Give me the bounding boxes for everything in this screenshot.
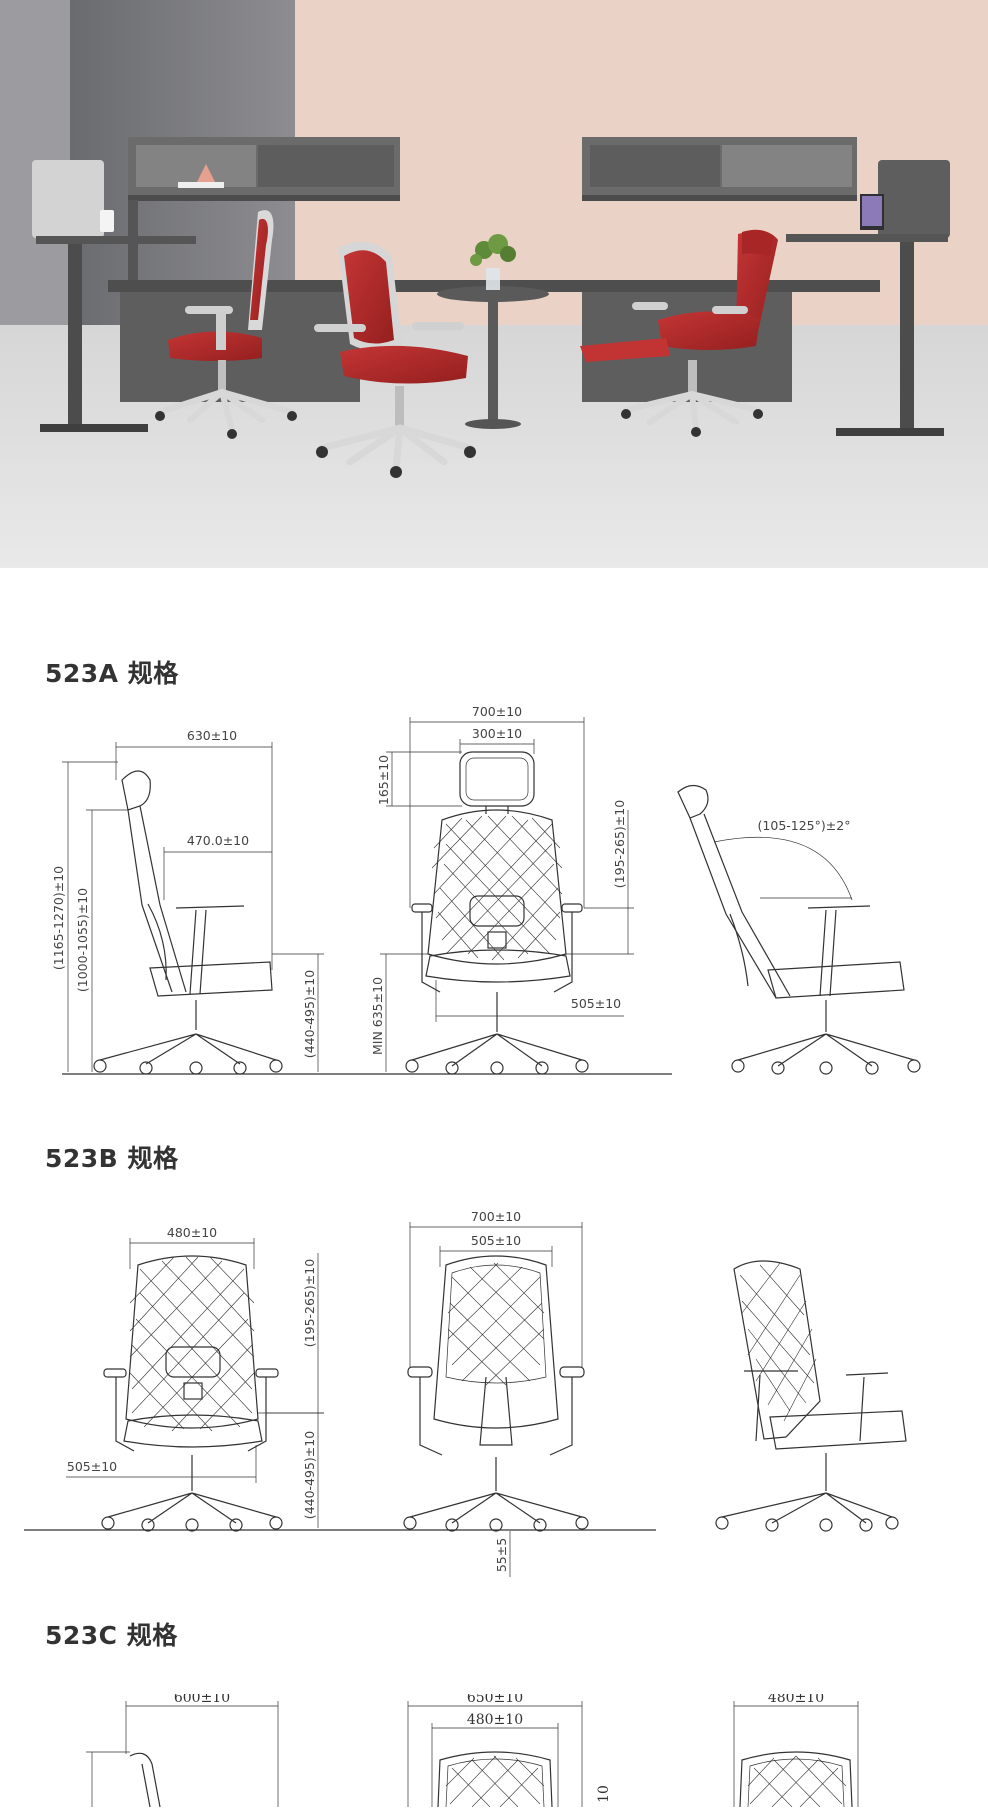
chair-rear-view [101, 1255, 283, 1532]
dim-back-height: (1000-1055)±10 [75, 888, 90, 992]
dim-seat-height-b: (440-495)±10 [302, 1431, 317, 1519]
dim-overall-width-b: 700±10 [471, 1209, 521, 1224]
dim-seat-depth: 470.0±10 [187, 833, 249, 848]
dim-back-width: 480±10 [167, 1225, 217, 1240]
dim-seat-width: 505±10 [571, 996, 621, 1011]
dim-recline-angle: (105-125°)±2° [758, 818, 851, 833]
potted-plant-icon [470, 234, 516, 290]
dim-back-width-c: 480±10 [768, 1694, 824, 1706]
chair-front-view-b [403, 1255, 589, 1532]
dim-inner-width-c: 480±10 [467, 1712, 523, 1728]
dim-headrest-width: 300±10 [472, 726, 522, 741]
chair-side-view-b [715, 1260, 907, 1532]
dim-side-depth: 630±10 [187, 728, 237, 743]
chair-side-view [93, 770, 283, 1075]
dim-front-width: 700±10 [472, 704, 522, 719]
dim-headrest-height: 165±10 [376, 755, 391, 805]
drawing-523a: 630±10 470.0±10 (1165-1270)±10 (1000-105… [0, 700, 988, 1080]
coffee-cup-icon [100, 210, 114, 232]
chair-recline-view [677, 784, 921, 1075]
dim-min-height: MIN 635±10 [370, 977, 385, 1055]
dim-arm-height-b: (195-265)±10 [302, 1259, 317, 1347]
dim-front-width-c: 650±10 [467, 1694, 523, 1706]
section-title-523b: 523B 规格 [45, 1144, 179, 1173]
drawing-523c: 600±10 650±10 480±10 10 480±10 [0, 1690, 988, 1808]
chair-front-view [405, 751, 589, 1075]
dim-seat-width-b: 505±10 [67, 1459, 117, 1474]
dim-arm-height: (195-265)±10 [612, 800, 627, 888]
dim-total-height: (1165-1270)±10 [51, 866, 66, 970]
drawing-523b: 480±10 (195-265)±10 (440-495)±10 505±10 [0, 1205, 988, 1585]
section-title-523a: 523A 规格 [45, 659, 179, 688]
section-title-523c: 523C 规格 [45, 1621, 178, 1650]
dim-seat-height: (440-495)±10 [302, 970, 317, 1058]
dim-inner-width-b: 505±10 [471, 1233, 521, 1248]
dim-partial-label-c: 10 [596, 1785, 612, 1803]
dim-base-clearance: 55±5 [494, 1538, 509, 1572]
dim-side-depth-c: 600±10 [174, 1694, 230, 1706]
laptop-icon [860, 194, 884, 230]
hero-office-photo [0, 0, 988, 568]
